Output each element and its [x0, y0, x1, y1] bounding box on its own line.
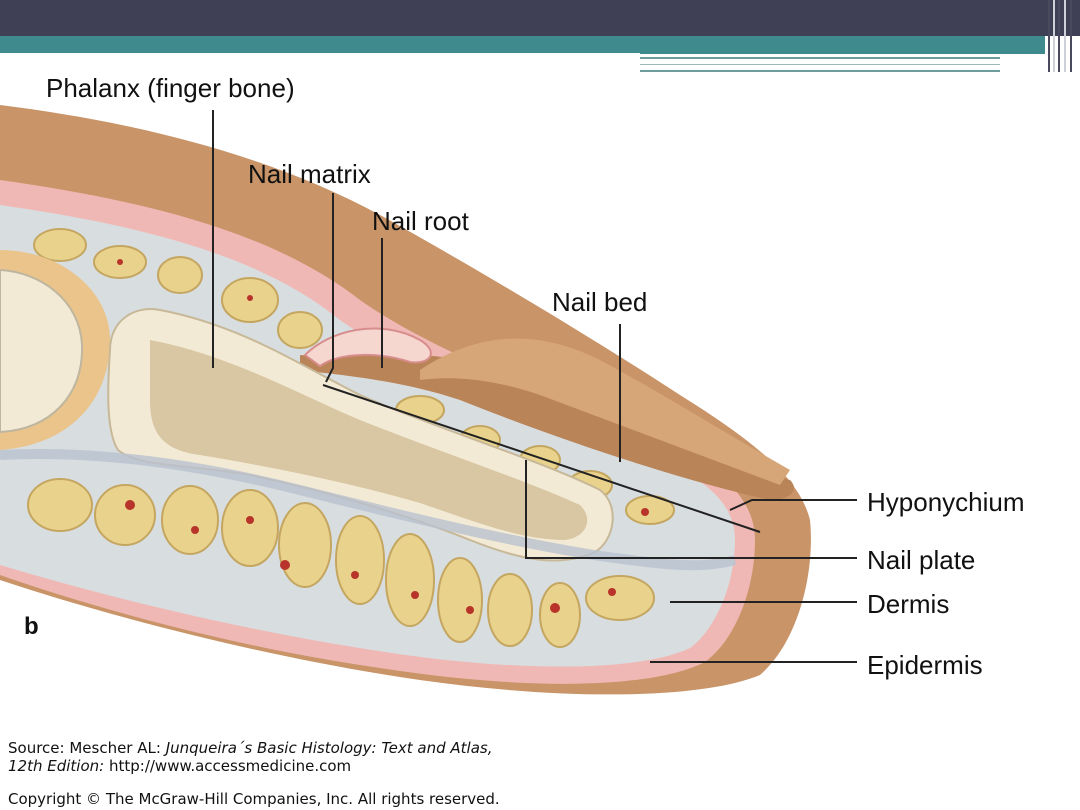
decorative-stripe: [1058, 0, 1060, 72]
source-prefix: Source: Mescher AL:: [8, 739, 166, 757]
source-url: http://www.accessmedicine.com: [104, 757, 352, 775]
figure-source: Source: Mescher AL: Junqueira´s Basic Hi…: [8, 739, 493, 775]
label-nail-root: Nail root: [372, 206, 469, 236]
middle-phalanx-head: [0, 268, 84, 434]
copyright-notice: Copyright © The McGraw-Hill Companies, I…: [8, 790, 500, 808]
nail-plate-shape: [300, 354, 794, 500]
leader-lines: [212, 110, 857, 663]
decorative-stripe: [1053, 0, 1055, 72]
source-title-line1: Junqueira´s Basic Histology: Text and At…: [165, 739, 493, 757]
decorative-line: [640, 70, 1000, 72]
decorative-line: [640, 64, 1000, 65]
label-nail-plate: Nail plate: [867, 545, 976, 575]
decorative-stripe: [1070, 0, 1072, 72]
tendon-band: [0, 449, 737, 571]
label-nail-matrix: Nail matrix: [248, 159, 371, 189]
vessel-dots: [117, 259, 649, 614]
nail-fold-shape: [420, 338, 790, 485]
slide-accent-bar-right: [640, 36, 1045, 54]
label-phalanx: Phalanx (finger bone): [46, 73, 295, 103]
nail-root-pocket: [303, 327, 432, 368]
label-nail-bed: Nail bed: [552, 287, 648, 317]
slide-header-bar: [0, 0, 1080, 36]
bone-marrow-area: [150, 340, 588, 540]
label-hyponychium: Hyponychium: [867, 487, 1025, 517]
decorative-line: [640, 57, 1000, 59]
slide-accent-bar: [0, 36, 640, 53]
source-title-line2: 12th Edition:: [8, 757, 105, 775]
panel-label: b: [24, 613, 39, 640]
decorative-stripe: [1048, 0, 1050, 72]
label-epidermis: Epidermis: [867, 650, 983, 680]
label-dermis: Dermis: [867, 589, 950, 619]
decorative-stripe: [1064, 0, 1066, 72]
